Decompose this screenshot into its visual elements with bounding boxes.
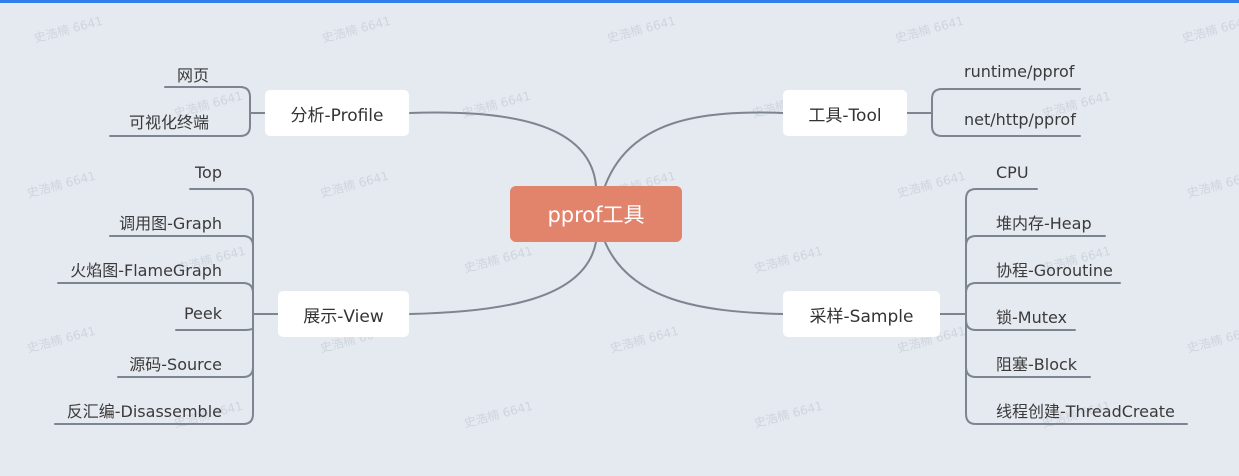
leaf-tool-net-http-pprof[interactable]: net/http/pprof [964,110,1076,129]
link-sample-leaf-1 [965,188,1038,315]
branch-tool[interactable]: 工具-Tool [783,90,907,136]
leaf-view-graph[interactable]: 调用图-Graph [119,214,222,233]
leaf-view-flamegraph[interactable]: 火焰图-FlameGraph [70,261,222,280]
leaf-view-top[interactable]: Top [195,163,222,182]
leaf-sample-mutex[interactable]: 锁-Mutex [996,308,1068,327]
link-view-leaf-6 [54,313,254,425]
link-profile-leaf-2 [109,112,251,137]
leaf-sample-heap[interactable]: 堆内存-Heap [996,214,1092,233]
center-topic[interactable]: pprof工具 [510,186,682,242]
link-tool-leaf-2 [931,112,1081,137]
link-view-leaf-3 [57,282,254,315]
link-view-leaf-2 [109,235,254,315]
link-view-leaf-1 [189,188,254,315]
branch-view[interactable]: 展示-View [278,291,409,337]
leaf-sample-goroutine[interactable]: 协程-Goroutine [996,261,1113,280]
leaf-profile-web[interactable]: 网页 [176,66,209,85]
leaf-profile-terminal[interactable]: 可视化终端 [128,113,209,132]
link-profile-leaf-1 [164,86,251,114]
leaf-view-source[interactable]: 源码-Source [129,355,222,374]
leaf-sample-cpu[interactable]: CPU [996,163,1029,182]
link-center-view [409,241,597,315]
link-center-sample [604,241,784,315]
leaf-sample-threadcreate[interactable]: 线程创建-ThreadCreate [996,402,1175,421]
leaf-tool-runtime-pprof[interactable]: runtime/pprof [964,62,1075,81]
branch-profile[interactable]: 分析-Profile [265,90,409,136]
leaf-view-peek[interactable]: Peek [183,304,222,323]
leaf-view-disassemble[interactable]: 反汇编-Disassemble [66,402,222,421]
link-center-profile [409,111,597,187]
link-tool-leaf-1 [931,88,1081,114]
link-sample-leaf-6 [965,313,1188,425]
link-sample-leaf-2 [965,235,1106,315]
link-center-tool [604,111,784,187]
leaf-sample-block[interactable]: 阻塞-Block [996,355,1078,374]
branch-sample[interactable]: 采样-Sample [783,291,940,337]
link-sample-leaf-3 [965,282,1121,315]
window-top-accent [0,0,1239,3]
